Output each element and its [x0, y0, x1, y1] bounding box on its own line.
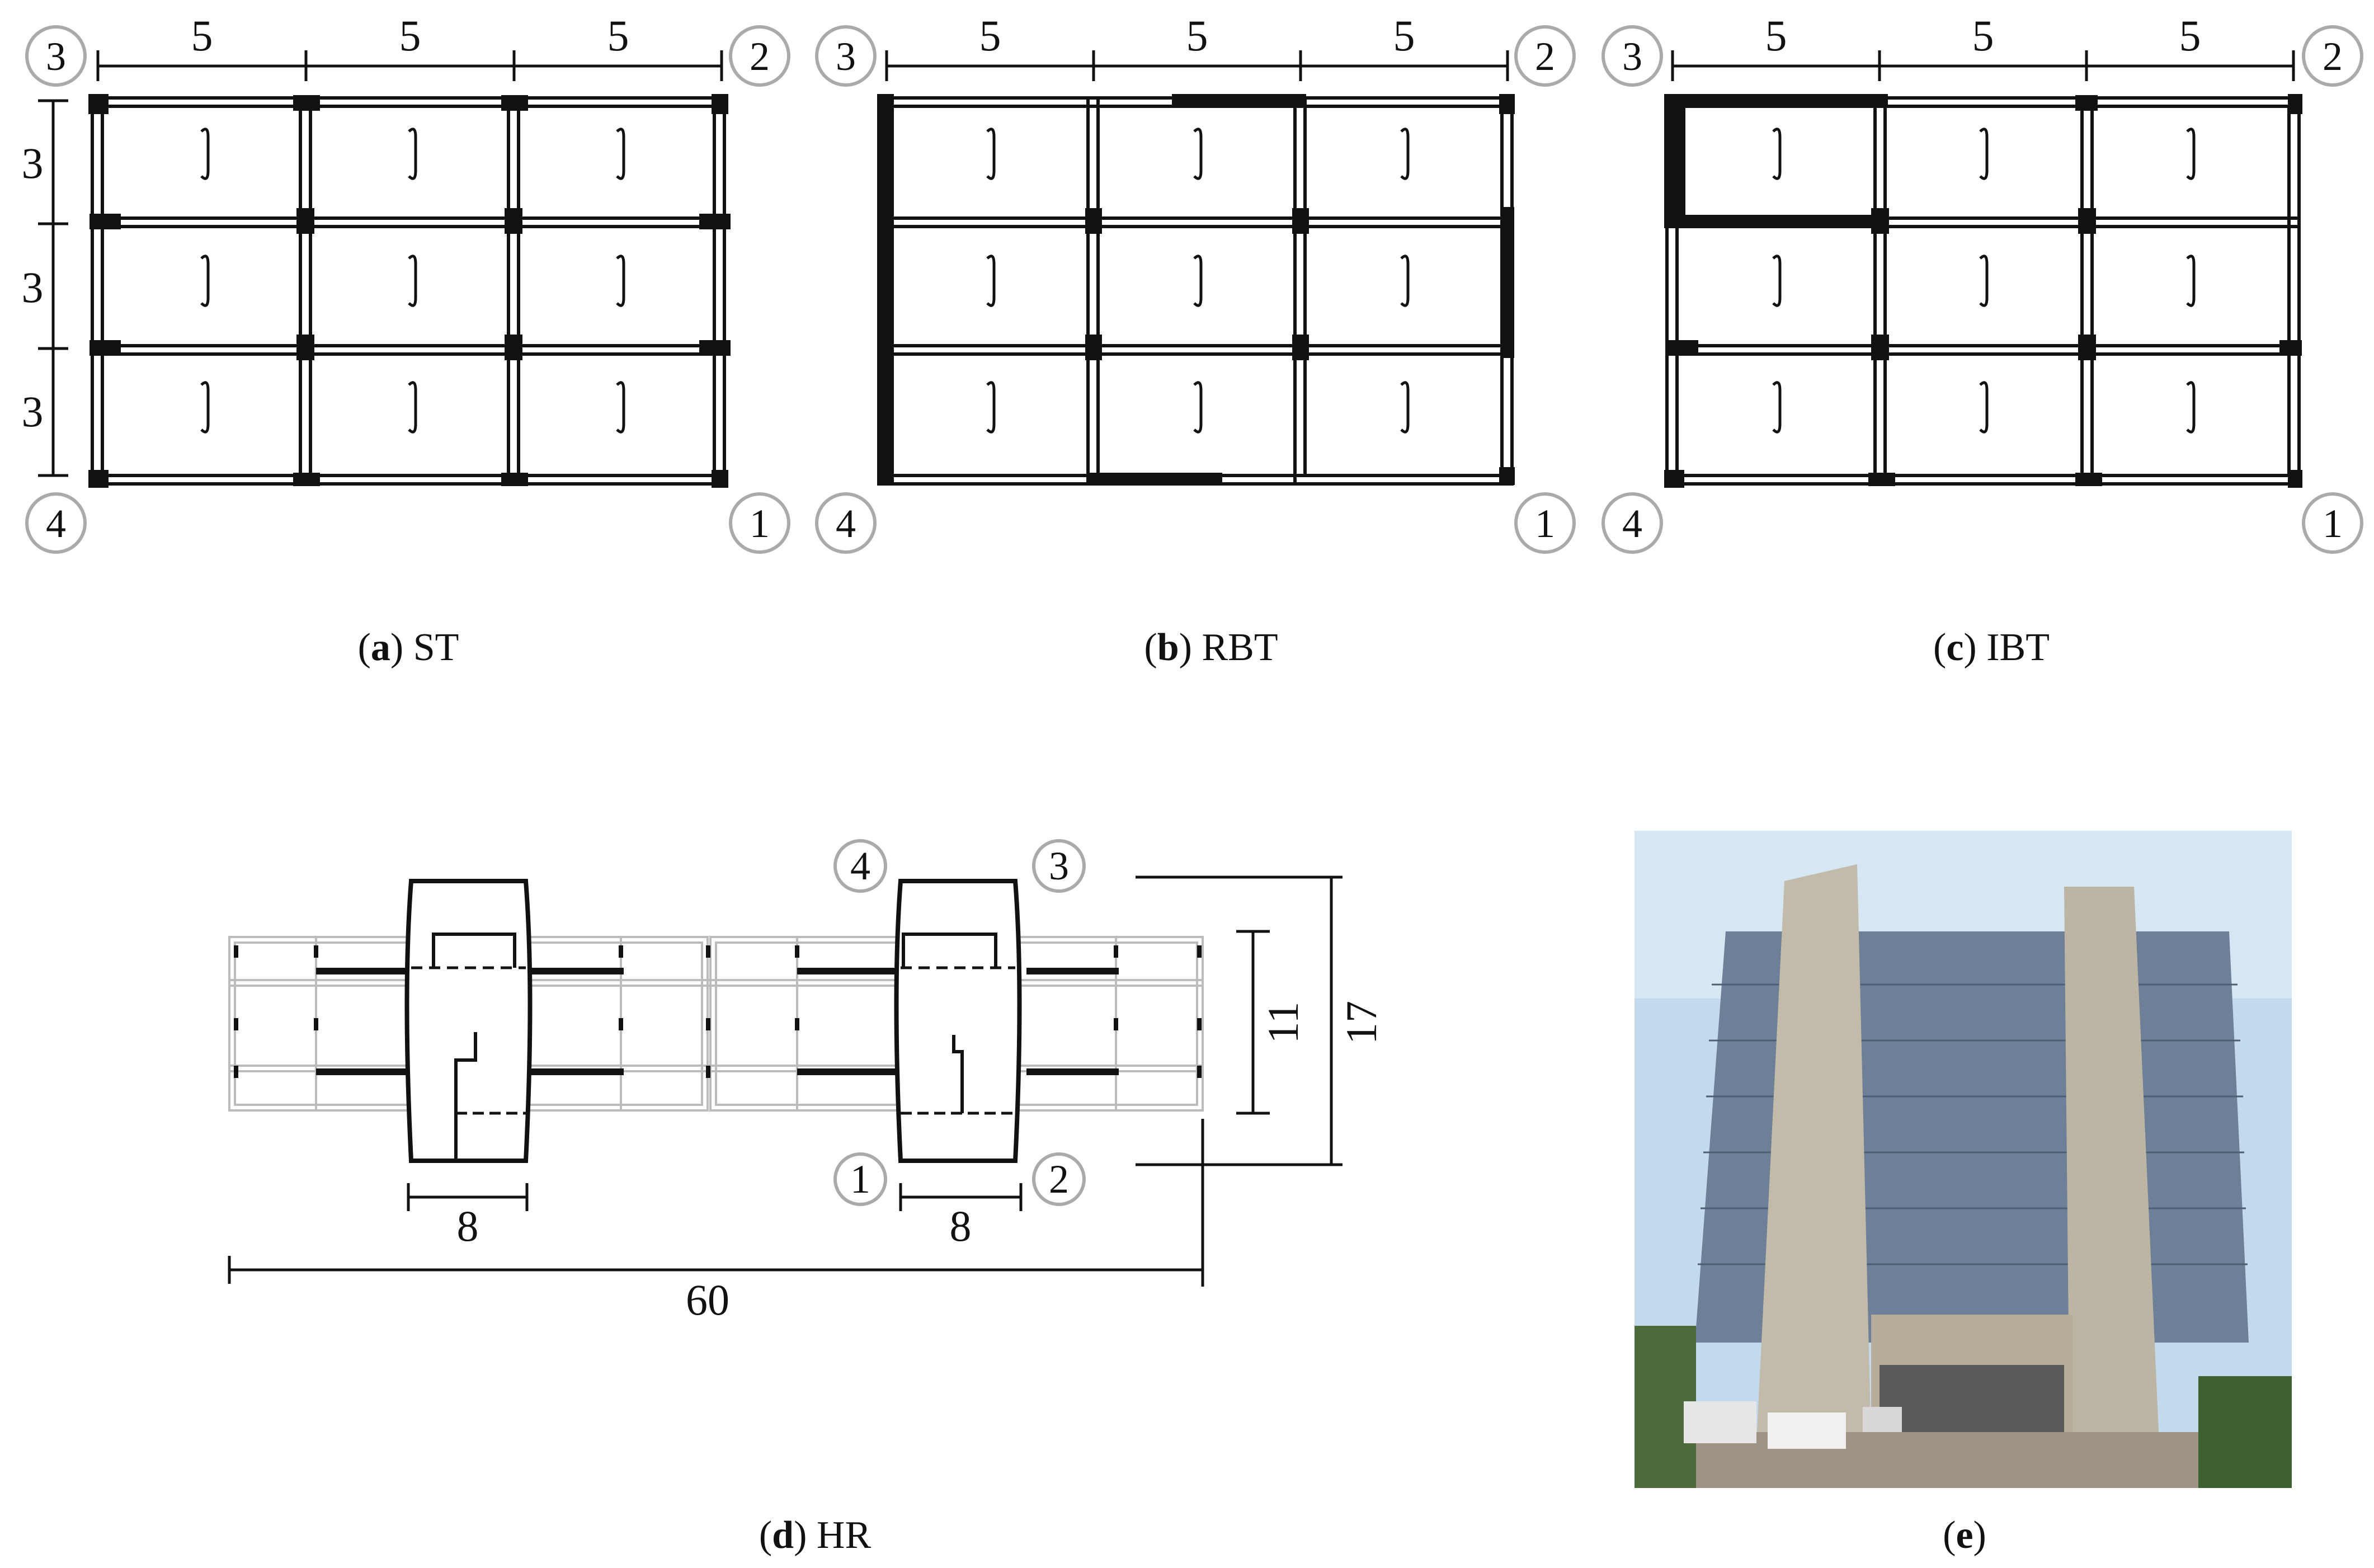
- caption-label: ST: [413, 626, 459, 669]
- dim-total-length: 60: [686, 1275, 729, 1324]
- dim-core-right: 8: [950, 1202, 972, 1250]
- corner-markers: [1601, 25, 2363, 554]
- caption-label: HR: [816, 1514, 872, 1557]
- top-dimension-line: [1671, 50, 2295, 81]
- core-right: [894, 879, 1022, 1163]
- caption-c: (c) IBT: [1933, 626, 2050, 669]
- corner-label: 2: [1049, 1157, 1069, 1202]
- corner-label: 4: [850, 844, 870, 888]
- caption-letter: c: [1946, 626, 1964, 669]
- corner-markers: [815, 25, 1576, 554]
- dim-bay-2: 3: [22, 263, 44, 312]
- shear-walls: [1664, 94, 2302, 488]
- corner-label: 2: [2323, 34, 2343, 79]
- caption-letter: a: [370, 626, 390, 669]
- caption-b: (b) RBT: [1144, 626, 1278, 669]
- corner-label: 3: [1049, 844, 1069, 888]
- caption-d: (d) HR: [759, 1514, 872, 1557]
- caption-label: IBT: [1986, 626, 2050, 669]
- dim-span-3: 5: [607, 11, 629, 60]
- columns: [88, 94, 731, 488]
- dim-width-inner: 11: [1259, 1001, 1307, 1043]
- corner-label: 1: [750, 501, 770, 546]
- dim-span-3: 5: [2179, 11, 2201, 60]
- slab-span-symbols: [200, 128, 625, 434]
- dim-span-3: 5: [1393, 11, 1415, 60]
- caption-letter: b: [1157, 626, 1179, 669]
- dim-span-1: 5: [979, 11, 1001, 60]
- panel-a-st-plan: 5 5 5 3 3 3: [22, 11, 790, 554]
- dim-span-1: 5: [191, 11, 213, 60]
- corner-label: 1: [2323, 501, 2343, 546]
- floor-grid: [91, 96, 726, 486]
- caption-label: RBT: [1202, 626, 1278, 669]
- caption-letter: d: [772, 1514, 794, 1557]
- corner-label: 1: [850, 1157, 870, 1202]
- floor-grid: [1665, 96, 2301, 486]
- slab-span-symbols: [1772, 128, 2196, 434]
- dim-span-2: 5: [399, 11, 421, 60]
- dim-core-left: 8: [457, 1202, 479, 1250]
- corner-label: 4: [46, 501, 66, 546]
- panel-e-building-photo: [1635, 831, 2292, 1488]
- panel-c-ibt-plan: 5 5 5 3: [1601, 11, 2363, 554]
- floor-outline: [228, 936, 1204, 1112]
- slab-span-symbols: [986, 128, 1410, 434]
- corner-markers: [25, 25, 790, 554]
- corner-label: 2: [750, 34, 770, 79]
- caption-letter: e: [1956, 1514, 1973, 1557]
- dim-span-2: 5: [1972, 11, 1994, 60]
- corner-label: 4: [836, 501, 856, 546]
- dim-span-1: 5: [1765, 11, 1787, 60]
- top-dimension-line: [96, 50, 723, 81]
- corner-label: 4: [1622, 501, 1642, 546]
- caption-a: (a) ST: [357, 626, 459, 669]
- dim-bay-1: 3: [22, 139, 44, 187]
- dimension-lines: [228, 875, 1343, 1287]
- dim-width-total: 17: [1337, 1001, 1386, 1044]
- shear-walls: [877, 94, 1515, 486]
- corner-label: 3: [836, 34, 856, 79]
- corner-label: 3: [1622, 34, 1642, 79]
- dim-span-2: 5: [1186, 11, 1208, 60]
- panel-b-rbt-plan: 5 5 5 3: [815, 11, 1576, 554]
- core-left: [404, 879, 533, 1163]
- floor-grid: [879, 96, 1514, 486]
- corner-label: 1: [1535, 501, 1555, 546]
- panel-d-hr-plan: 8 8 60 11 17 4 3 1 2: [228, 839, 1386, 1324]
- corner-label: 3: [46, 34, 66, 79]
- dim-bay-3: 3: [22, 387, 44, 436]
- corner-label: 2: [1535, 34, 1555, 79]
- side-dimension-line: [38, 99, 68, 477]
- top-dimension-line: [885, 50, 1509, 81]
- beams: [234, 945, 1202, 1078]
- corner-markers: [833, 839, 1086, 1206]
- caption-e: (e): [1943, 1514, 1986, 1557]
